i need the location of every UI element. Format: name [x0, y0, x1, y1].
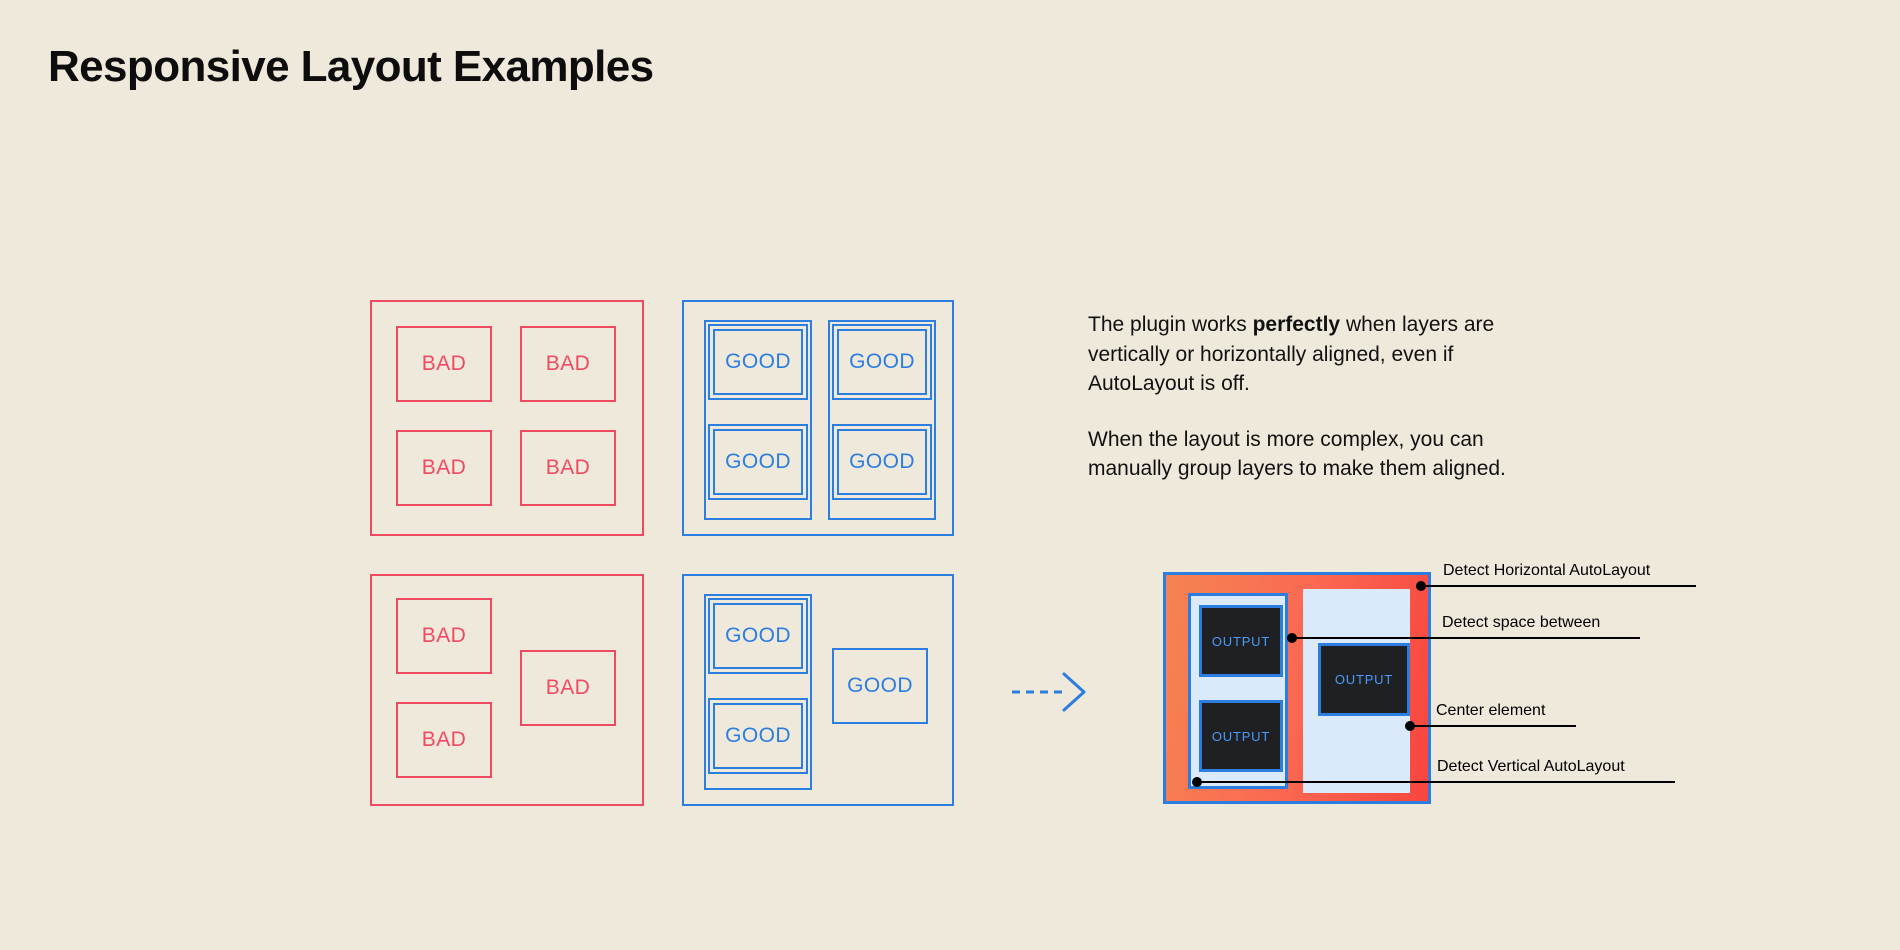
cell-label: BAD [421, 456, 467, 479]
good-complex-cell-1: GOOD [708, 598, 808, 674]
output-box-label: OUTPUT [1334, 672, 1394, 687]
cell-label: BAD [421, 728, 467, 751]
callout-leader-line [1197, 781, 1675, 783]
bad-grid-cell-2: BAD [520, 326, 616, 402]
output-box-2: OUTPUT [1199, 700, 1283, 772]
page-title: Responsive Layout Examples [48, 42, 654, 91]
cell-label: BAD [421, 624, 467, 647]
cell-label: BAD [421, 352, 467, 375]
callout-label: Detect Vertical AutoLayout [1437, 758, 1625, 775]
good-grid-cell-1: GOOD [708, 324, 808, 400]
transform-arrow [1012, 672, 1092, 712]
paragraph-2: When the layout is more complex, you can… [1088, 427, 1506, 481]
paragraph-1-emphasis: perfectly [1252, 313, 1341, 336]
cell-label: GOOD [849, 450, 915, 473]
good-grid-group-frame: GOOD GOOD GOOD GOOD [682, 300, 954, 536]
callout-leader-line [1410, 725, 1576, 727]
output-box-label: OUTPUT [1211, 728, 1271, 744]
bad-grid-group-frame: BAD BAD BAD BAD [370, 300, 644, 536]
good-grid-cell-3: GOOD [708, 424, 808, 500]
cell-label: BAD [545, 676, 591, 699]
cell-label: BAD [545, 456, 591, 479]
cell-label: GOOD [847, 674, 913, 697]
cell-label: BAD [545, 352, 591, 375]
cell-label: GOOD [849, 350, 915, 373]
bad-complex-cell-1: BAD [396, 598, 492, 674]
cell-label: GOOD [725, 724, 791, 747]
good-grid-cell-2: GOOD [832, 324, 932, 400]
mockup-left-panel: OUTPUT OUTPUT [1188, 593, 1288, 789]
paragraph-1-lead: The plugin works [1088, 313, 1253, 336]
good-complex-cell-3: GOOD [832, 648, 928, 724]
paragraph-1-tail: when layers are vertically or horizontal… [1088, 313, 1495, 395]
callout-label: Detect space between [1442, 614, 1601, 631]
good-grid-subgroup-left [704, 320, 812, 520]
detected-layout-mockup: OUTPUT OUTPUT OUTPUT [1163, 572, 1431, 804]
bad-complex-cell-3: BAD [520, 650, 616, 726]
paragraph-1: The plugin works perfectly when layers a… [1088, 310, 1558, 399]
callout-label: Center element [1436, 702, 1546, 719]
output-box-3: OUTPUT [1318, 643, 1410, 716]
dashed-arrow-right-icon [1012, 672, 1086, 712]
bad-grid-cell-1: BAD [396, 326, 492, 402]
output-box-1: OUTPUT [1199, 605, 1283, 677]
cell-label: GOOD [725, 450, 791, 473]
bad-grid-cell-3: BAD [396, 430, 492, 506]
bad-complex-cell-2: BAD [396, 702, 492, 778]
good-complex-subgroup-left [704, 594, 812, 790]
bad-grid-cell-4: BAD [520, 430, 616, 506]
good-complex-group-frame: GOOD GOOD GOOD [682, 574, 954, 806]
bad-complex-group-frame: BAD BAD BAD [370, 574, 644, 806]
good-grid-cell-4: GOOD [832, 424, 932, 500]
callout-leader-line [1292, 637, 1640, 639]
good-complex-cell-2: GOOD [708, 698, 808, 774]
cell-label: GOOD [725, 624, 791, 647]
callout-label: Detect Horizontal AutoLayout [1443, 562, 1651, 579]
callout-leader-line [1421, 585, 1696, 587]
good-grid-subgroup-right [828, 320, 936, 520]
cell-label: GOOD [725, 350, 791, 373]
output-box-label: OUTPUT [1211, 633, 1271, 649]
description-text-block: The plugin works perfectly when layers a… [1088, 310, 1558, 484]
